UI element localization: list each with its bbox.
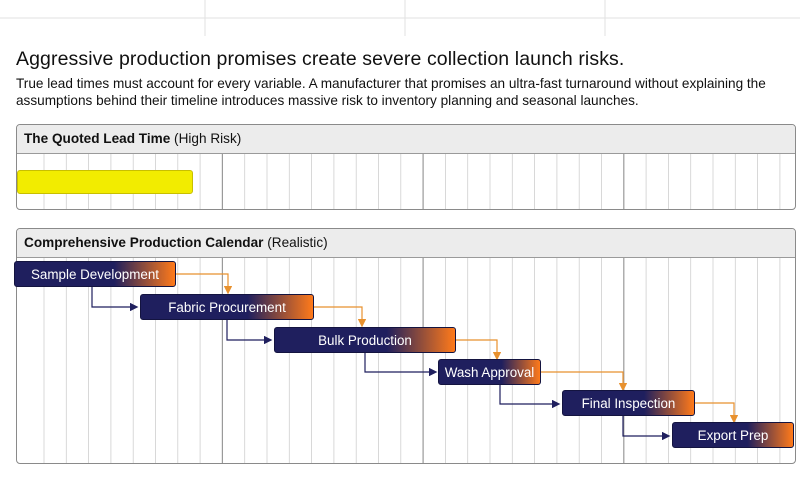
top-grid-background	[0, 0, 800, 36]
task-final-inspection: Final Inspection	[562, 390, 695, 416]
task-label: Sample Development	[30, 267, 160, 282]
quoted-lead-time-title: The Quoted Lead Time	[24, 131, 171, 146]
production-calendar-qualifier: (Realistic)	[263, 235, 328, 250]
task-export-prep: Export Prep	[672, 422, 794, 448]
task-label: Wash Approval	[444, 365, 535, 380]
production-calendar-title: Comprehensive Production Calendar	[24, 235, 264, 250]
subtext: True lead times must account for every v…	[16, 76, 766, 108]
quoted-lead-time-panel: The Quoted Lead Time (High Risk)	[16, 124, 796, 210]
quoted-lead-time-bar	[17, 170, 193, 194]
quoted-lead-time-body	[17, 154, 795, 209]
headline: Aggressive production promises create se…	[16, 48, 625, 70]
task-fabric-procurement: Fabric Procurement	[140, 294, 314, 320]
task-label: Final Inspection	[581, 396, 676, 411]
quoted-timeline-grid	[43, 154, 781, 209]
quoted-lead-time-qualifier: (High Risk)	[170, 131, 242, 146]
quoted-lead-time-header: The Quoted Lead Time (High Risk)	[17, 125, 795, 154]
task-sample-development: Sample Development	[14, 261, 176, 287]
production-calendar-header: Comprehensive Production Calendar (Reali…	[17, 229, 795, 258]
task-wash-approval: Wash Approval	[438, 359, 541, 385]
task-label: Bulk Production	[318, 333, 412, 348]
task-label: Export Prep	[697, 428, 769, 443]
task-bulk-production: Bulk Production	[274, 327, 456, 353]
task-label: Fabric Procurement	[168, 300, 286, 315]
